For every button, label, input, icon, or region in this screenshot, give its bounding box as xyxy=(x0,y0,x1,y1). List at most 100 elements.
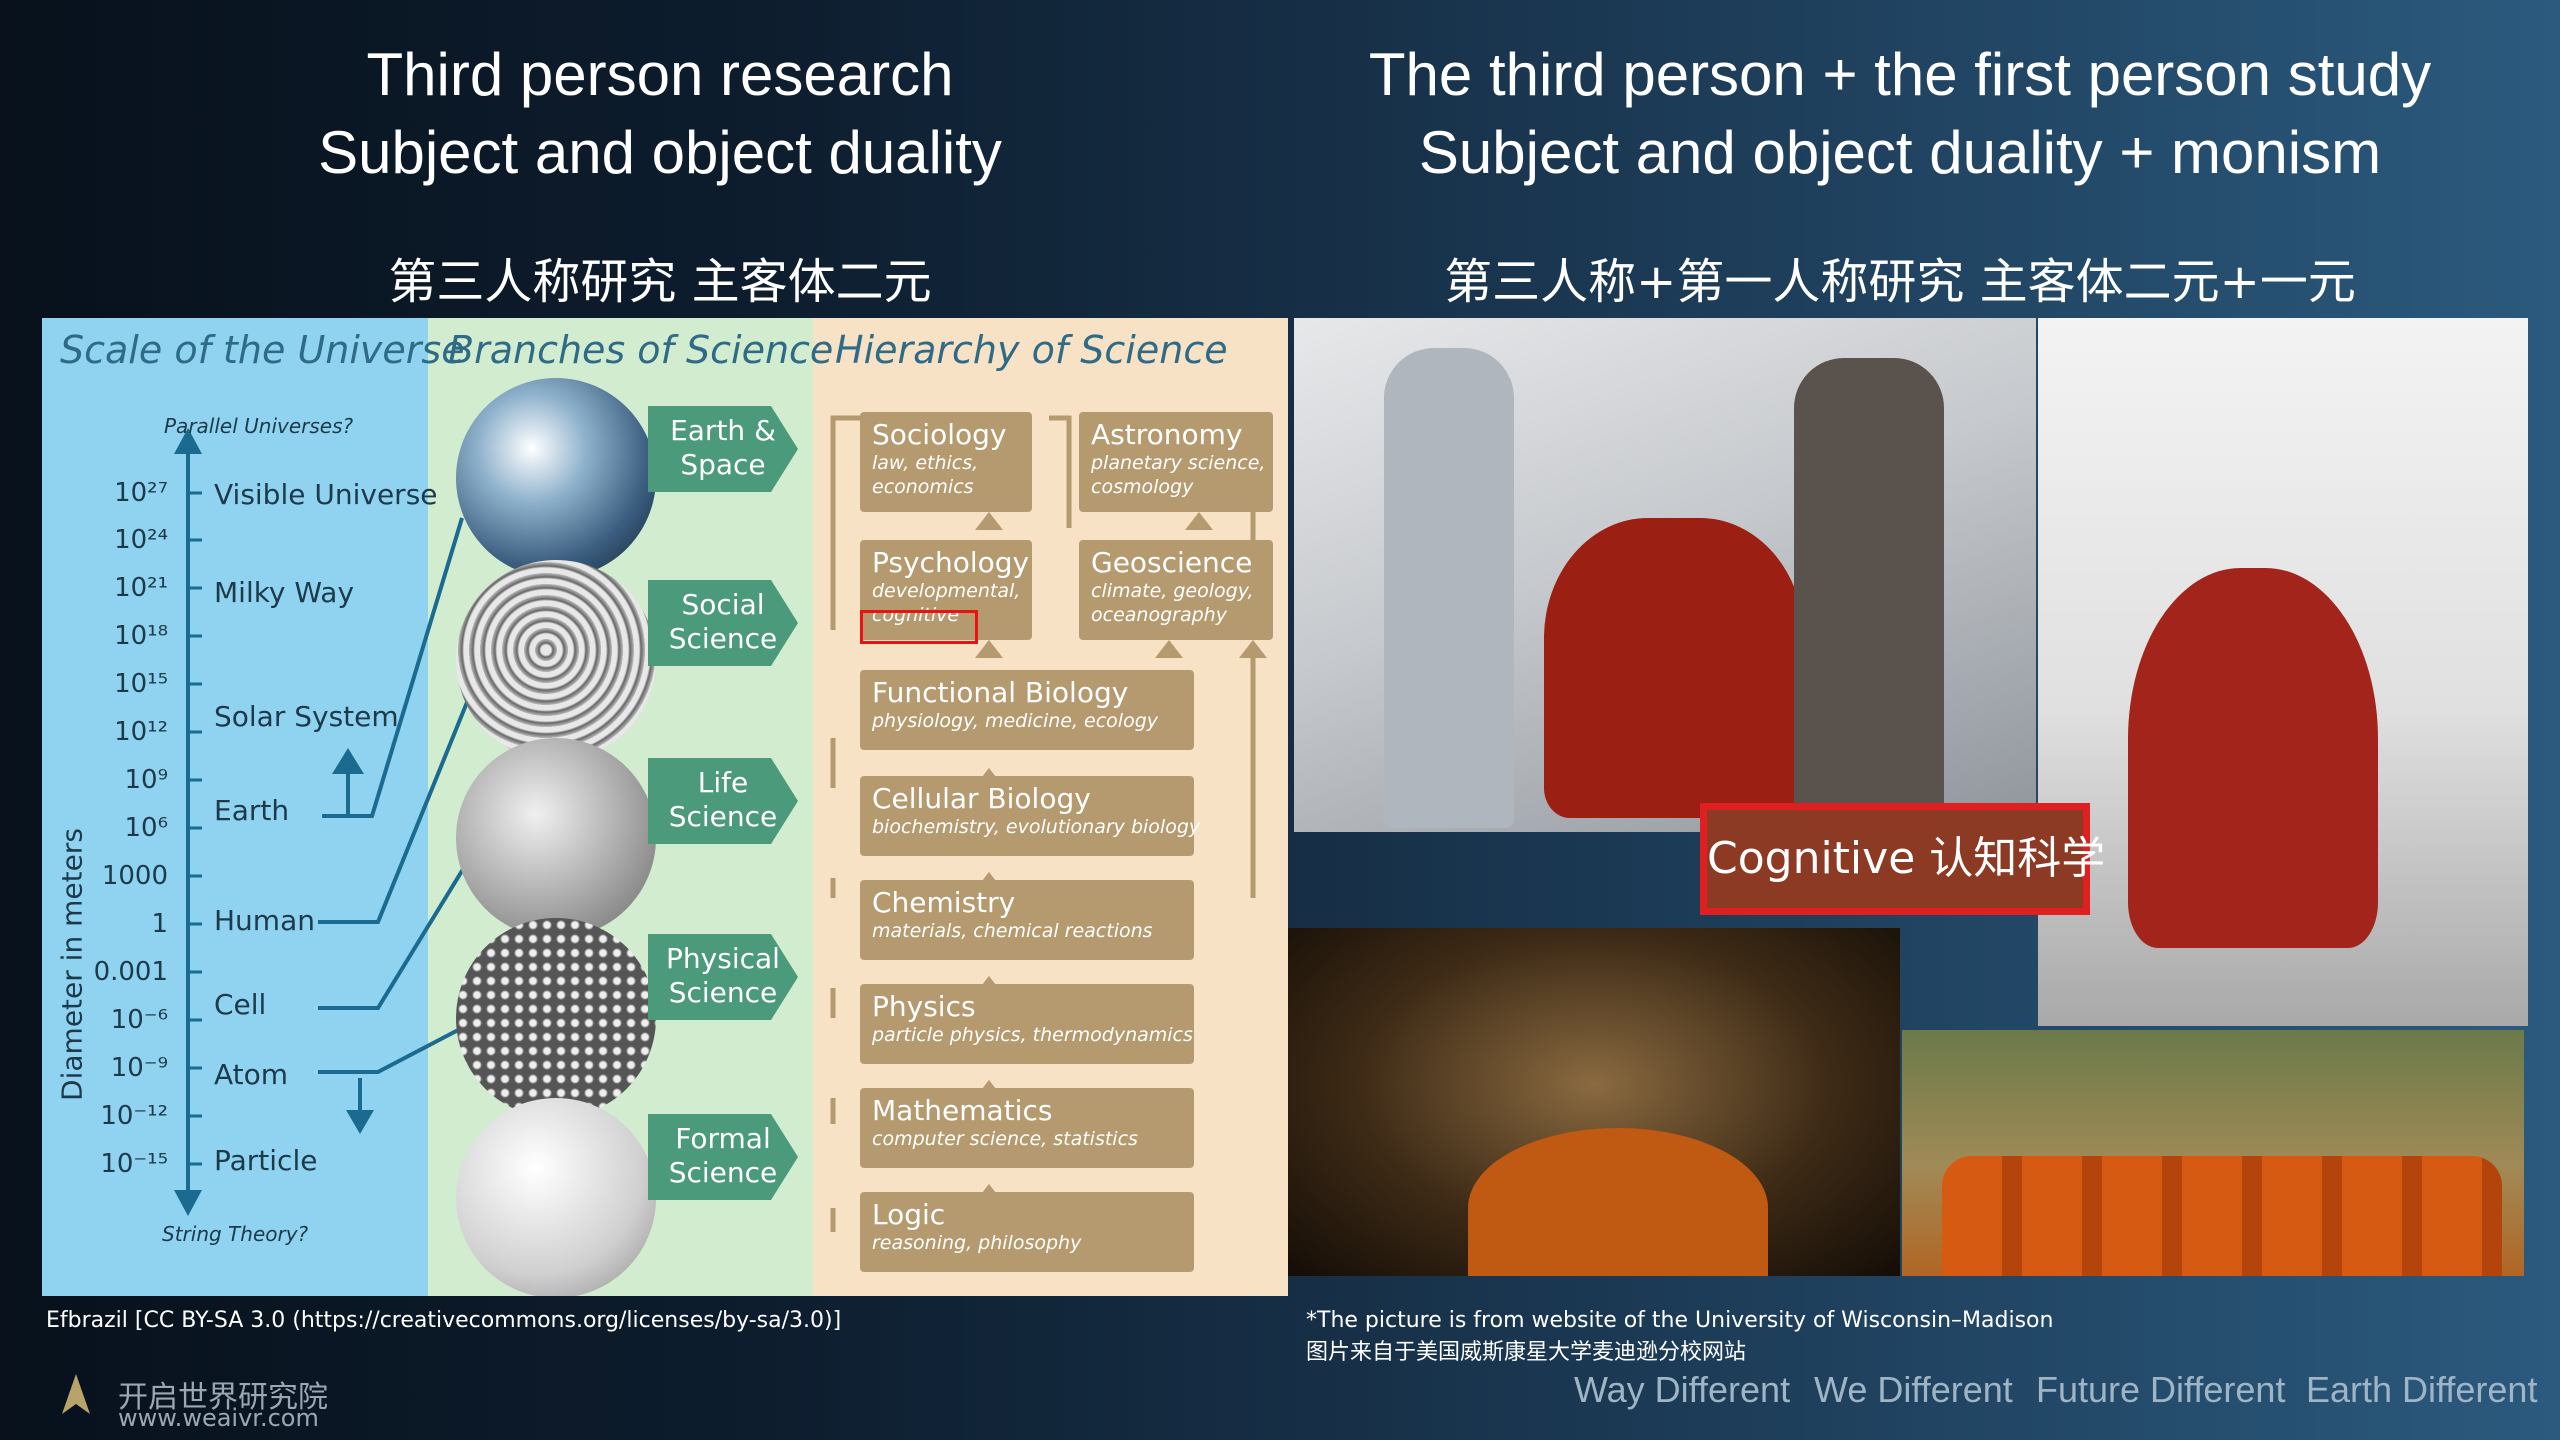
hierarchy-title: Logic xyxy=(872,1198,946,1231)
scale-number: 10¹⁵ xyxy=(114,669,168,699)
robe-shape xyxy=(1468,1128,1768,1276)
branch-formal-science: Formal Science xyxy=(648,1114,798,1200)
scale-number: 10⁻¹⁵ xyxy=(100,1149,168,1179)
branch-social-science: Social Science xyxy=(648,580,798,666)
hierarchy-cellular-biology: Cellular Biology biochemistry, evolution… xyxy=(860,776,1201,856)
hierarchy-sub: economics xyxy=(872,476,974,498)
hierarchy-sub: physiology, medicine, ecology xyxy=(872,710,1159,732)
cognitive-label: Cognitive 认知科学 xyxy=(1700,803,2105,915)
slogan-future-different: Future Different xyxy=(2036,1369,2286,1410)
scale-number: 10²¹ xyxy=(114,573,168,603)
branch-line: Life xyxy=(697,766,749,799)
scale-number: 1 xyxy=(151,909,168,939)
hierarchy-functional-biology: Functional Biology physiology, medicine,… xyxy=(860,670,1194,750)
photo-buddha-meditation xyxy=(1288,928,1900,1276)
hierarchy-title: Astronomy xyxy=(1091,418,1243,451)
scale-column xyxy=(42,318,428,1296)
scale-number: 10⁻¹² xyxy=(100,1101,168,1131)
person-left-shape xyxy=(1384,348,1514,828)
hierarchy-sub: materials, chemical reactions xyxy=(872,920,1153,942)
hierarchy-geoscience: Geoscience climate, geology, oceanograph… xyxy=(1079,540,1273,640)
branch-line: Social xyxy=(681,588,765,621)
photo-mri-scanner xyxy=(1294,318,2036,832)
right-heading-line1: The third person + the first person stud… xyxy=(1368,41,2432,108)
left-chinese-heading: 第三人称研究 主客体二元 xyxy=(388,254,932,310)
hierarchy-title: Physics xyxy=(872,990,976,1023)
science-infographic: Scale of the Universe Branches of Scienc… xyxy=(42,318,1288,1296)
hierarchy-mathematics: Mathematics computer science, statistics xyxy=(860,1088,1194,1168)
scale-label-human: Human xyxy=(214,904,315,937)
parallel-universes-note: Parallel Universes? xyxy=(164,414,354,438)
brain-sphere-image xyxy=(456,560,656,760)
hierarchy-title: Chemistry xyxy=(872,886,1016,919)
scale-axis xyxy=(174,428,478,1216)
atoms-sphere-image xyxy=(456,918,656,1118)
scale-number: 10¹² xyxy=(114,717,168,747)
hierarchy-title: Geoscience xyxy=(1091,546,1253,579)
hierarchy-astronomy: Astronomy planetary science, cosmology xyxy=(1079,412,1273,512)
branch-physical-science: Physical Science xyxy=(648,934,798,1020)
monk-robe-shape xyxy=(1544,518,1804,818)
hierarchy-sub: climate, geology, xyxy=(1091,580,1254,602)
scale-label-atom: Atom xyxy=(214,1058,289,1091)
numbers-sphere-image xyxy=(456,1098,656,1296)
scale-number: 1000 xyxy=(101,861,168,891)
branches-title: Branches of Science xyxy=(448,328,834,372)
left-heading: Third person research Subject and object… xyxy=(120,36,1200,192)
hierarchy-title: Mathematics xyxy=(872,1094,1053,1127)
branch-line: Space xyxy=(680,448,766,481)
hierarchy-title: Functional Biology xyxy=(872,676,1129,709)
hierarchy-chemistry: Chemistry materials, chemical reactions xyxy=(860,880,1194,960)
hierarchy-title: Hierarchy of Science xyxy=(835,328,1228,372)
logo-icon xyxy=(62,1374,90,1414)
hierarchy-title: Psychology xyxy=(872,546,1030,579)
slogan-way-different: Way Different xyxy=(1574,1369,1791,1410)
earth-sphere-image xyxy=(456,378,656,578)
string-theory-note: String Theory? xyxy=(162,1222,309,1246)
logo-url: www.weaivr.com xyxy=(118,1404,319,1432)
hierarchy-title: Sociology xyxy=(872,418,1007,451)
hierarchy-sub: reasoning, philosophy xyxy=(872,1232,1082,1254)
cognitive-highlight-box xyxy=(860,610,978,644)
scale-number: 10²⁷ xyxy=(114,478,168,508)
scale-label-milky-way: Milky Way xyxy=(214,576,355,609)
hierarchy-sub: cosmology xyxy=(1091,476,1194,498)
right-heading-line2: Subject and object duality + monism xyxy=(1418,119,2382,186)
hierarchy-physics: Physics particle physics, thermodynamics xyxy=(860,984,1194,1064)
branch-line: Physical xyxy=(666,942,780,975)
scale-number: 0.001 xyxy=(93,957,168,987)
left-heading-line1: Third person research xyxy=(366,41,954,108)
photo-monks-group xyxy=(1902,1030,2524,1276)
hierarchy-logic: Logic reasoning, philosophy xyxy=(860,1192,1194,1272)
scale-number: 10⁻⁶ xyxy=(110,1005,168,1035)
slogan-earth-different: Earth Different xyxy=(2306,1369,2538,1410)
scale-number: 10²⁴ xyxy=(114,525,168,555)
hierarchy-sociology: Sociology law, ethics, economics xyxy=(860,412,1032,512)
scale-label-cell: Cell xyxy=(214,988,267,1021)
branch-line: Science xyxy=(668,622,778,655)
branch-earth-space: Earth & Space xyxy=(648,406,798,492)
scale-number: 10⁶ xyxy=(124,813,168,843)
scale-label-earth: Earth xyxy=(214,794,290,827)
scale-label-solar-system: Solar System xyxy=(214,700,399,733)
left-image-credit: Efbrazil [CC BY-SA 3.0 (https://creative… xyxy=(46,1308,842,1333)
person-right-shape xyxy=(1794,358,1944,828)
hierarchy-sub-cognitive: cognitive xyxy=(872,604,960,626)
hierarchy-psychology: Psychology developmental, cognitive xyxy=(860,540,1032,640)
scale-label-visible-universe: Visible Universe xyxy=(214,478,438,511)
scale-number: 10⁹ xyxy=(124,765,168,795)
hierarchy-sub: oceanography xyxy=(1091,604,1227,626)
logo-name: 开启世界研究院 xyxy=(118,1380,328,1415)
right-image-credit-en: *The picture is from website of the Univ… xyxy=(1306,1308,2054,1333)
hierarchy-sub: developmental, xyxy=(872,580,1021,602)
branch-line: Formal xyxy=(675,1122,771,1155)
scale-number: 10¹⁸ xyxy=(114,621,168,651)
hierarchy-sub: planetary science, xyxy=(1091,452,1266,474)
hierarchy-sub: law, ethics, xyxy=(872,452,979,474)
scale-number: 10⁻⁹ xyxy=(110,1053,168,1083)
hierarchy-sub: biochemistry, evolutionary biology xyxy=(872,816,1201,838)
scale-title: Scale of the Universe xyxy=(60,328,465,372)
branch-line: Science xyxy=(668,1156,778,1189)
right-chinese-heading: 第三人称+第一人称研究 主客体二元+一元 xyxy=(1444,254,2356,310)
hierarchy-sub: computer science, statistics xyxy=(872,1128,1138,1150)
